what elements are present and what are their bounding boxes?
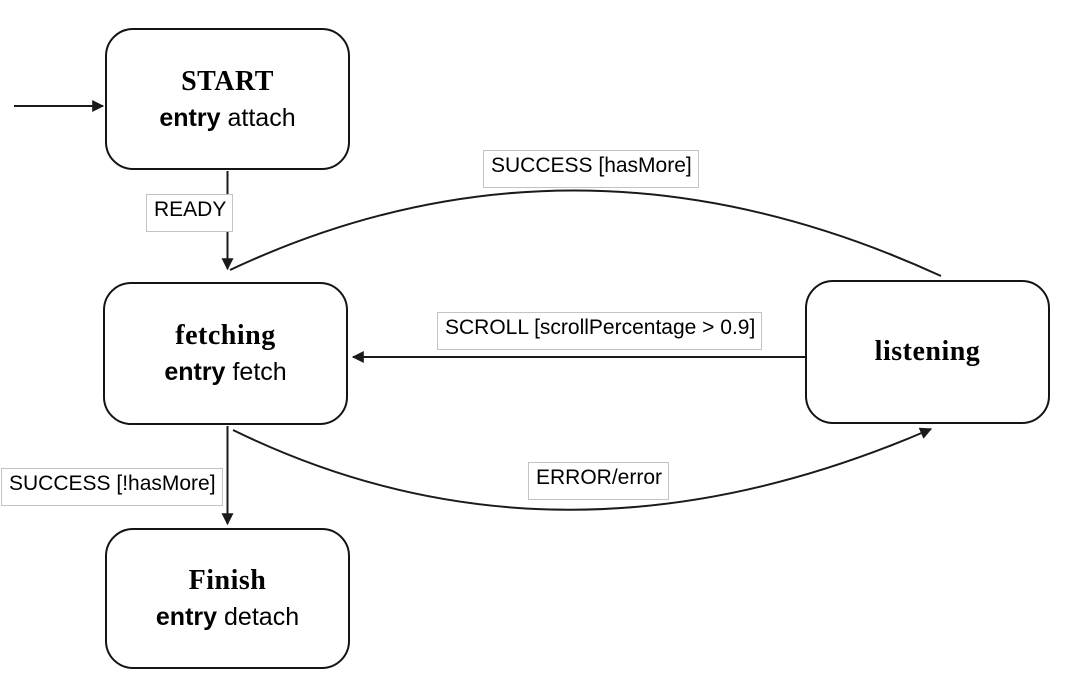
entry-keyword: entry [155, 603, 218, 631]
state-title: listening [874, 336, 981, 367]
transition-label-scroll: SCROLL [scrollPercentage > 0.9] [437, 312, 763, 350]
transition-label-error: ERROR/error [528, 462, 670, 500]
state-node-listening: listening [805, 280, 1050, 424]
entry-keyword: entry [159, 103, 221, 132]
entry-action-name: detach [224, 603, 300, 631]
state-title: Finish [188, 565, 267, 596]
entry-keyword: entry [164, 358, 226, 386]
entry-action-name: attach [227, 103, 296, 132]
transition-label-success-nomore: SUCCESS [!hasMore] [1, 468, 223, 506]
transition-success-hasmore-curve [229, 189, 942, 277]
state-title: fetching [175, 320, 276, 351]
state-title: START [181, 65, 274, 97]
transition-error-curve [232, 427, 933, 511]
entry-action-name: fetch [232, 358, 287, 386]
transition-label-success-hasmore: SUCCESS [hasMore] [483, 150, 699, 188]
transition-label-ready: READY [146, 194, 234, 232]
